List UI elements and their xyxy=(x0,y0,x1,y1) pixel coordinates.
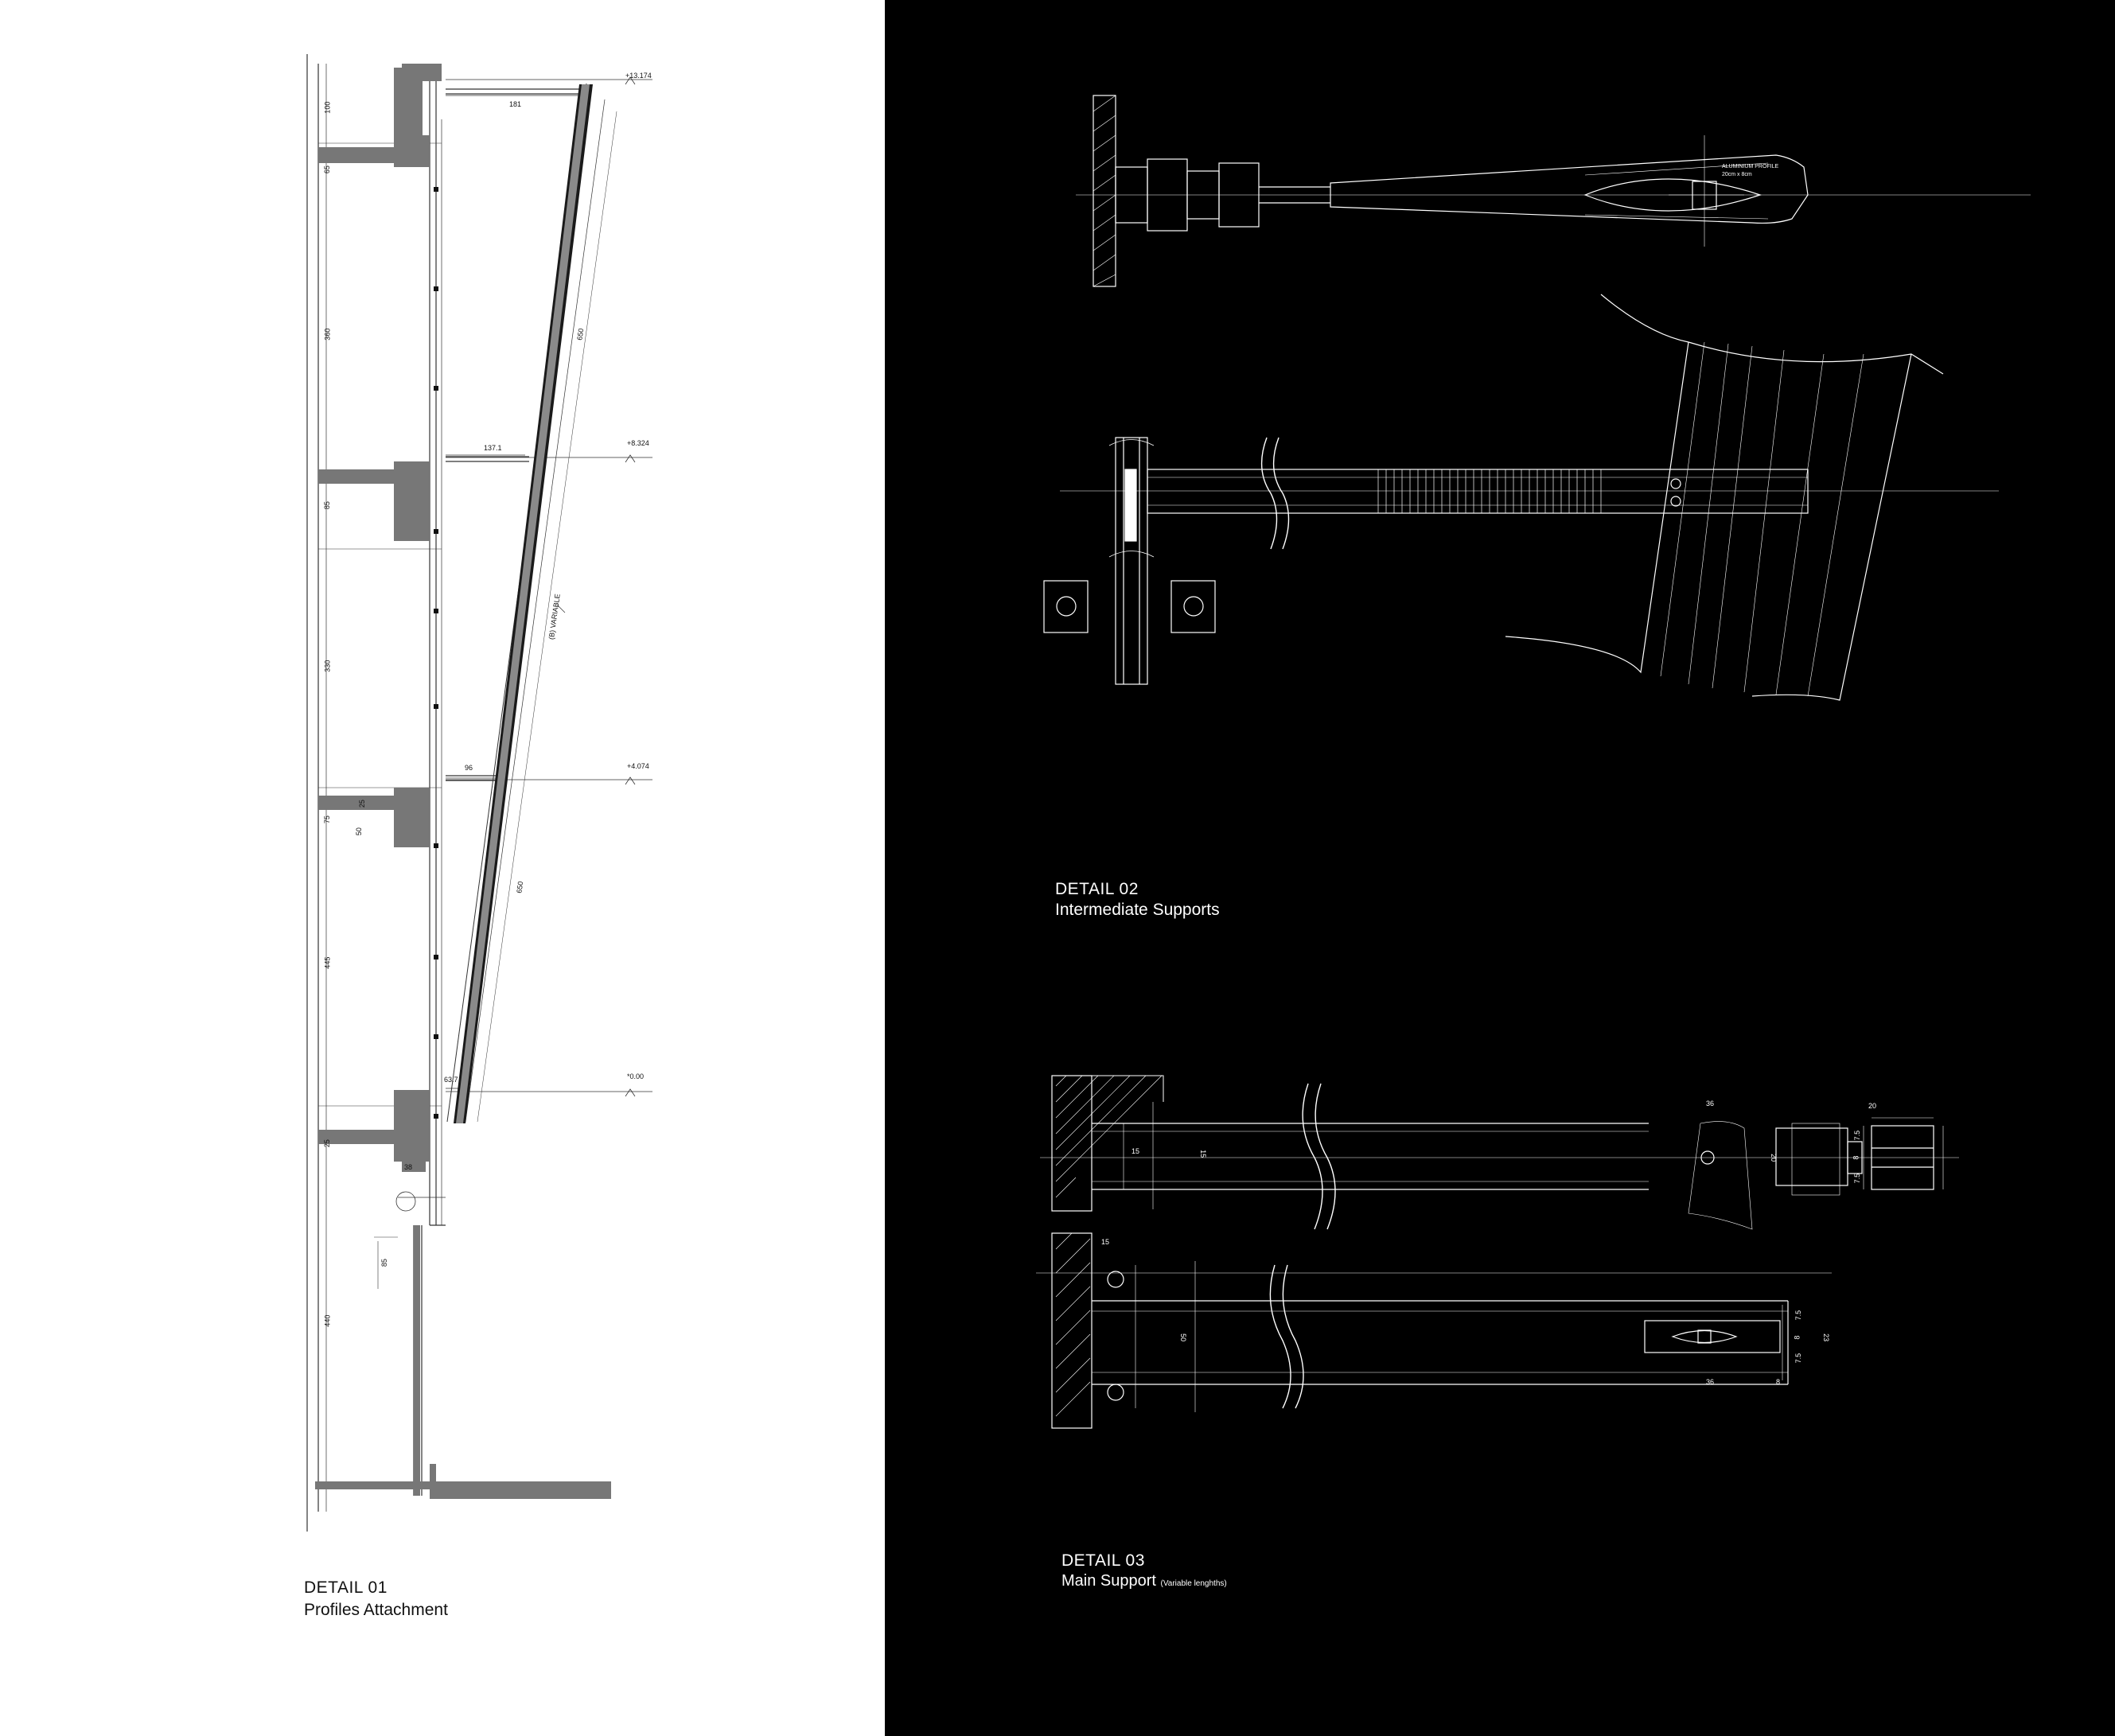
dimension-label: 360 xyxy=(323,328,332,341)
dimension-label: 38 xyxy=(404,1163,413,1171)
dimension-label: 445 xyxy=(323,956,332,969)
detail-02-subtitle: Intermediate Supports xyxy=(1055,901,1220,919)
detail-01-panel: +13.174 +8.324 +4.074 *0.00 181 137.1 96… xyxy=(0,0,885,1736)
level-label: +8.324 xyxy=(627,439,649,447)
dimension-label: 36 xyxy=(1706,1100,1715,1107)
dimension-label: 20 xyxy=(1770,1154,1778,1162)
dimension-label: 7.5 xyxy=(1794,1310,1803,1321)
dimension-label: 181 xyxy=(509,100,522,108)
dimension-label: 85 xyxy=(322,501,331,510)
level-label: +13.174 xyxy=(625,72,652,80)
detail-03-subtitle-note: (Variable lenghths) xyxy=(1160,1579,1227,1588)
detail-03-subtitle-line: Main Support (Variable lenghths) xyxy=(1061,1572,1227,1590)
dimension-label: 15 xyxy=(1132,1147,1140,1155)
details-02-03-panel: ALUMINIUM PROFILE 20cm x 8cm 36 15 20 20… xyxy=(885,0,2115,1736)
dimension-label: 23 xyxy=(1822,1333,1831,1342)
dimension-label: 330 xyxy=(323,660,332,672)
detail-02-plan-drawing xyxy=(1036,95,2031,1429)
dimension-label: 100 xyxy=(323,101,332,114)
dimension-label: 50 xyxy=(354,827,363,836)
dimension-label: 8 xyxy=(1852,1155,1860,1160)
dimension-label: 75 xyxy=(322,815,331,824)
profile-note: 20cm x 8cm xyxy=(1722,172,1752,177)
detail-01-title: DETAIL 01 xyxy=(304,1578,388,1597)
dimension-label: 440 xyxy=(323,1314,332,1327)
dimension-label: 8 xyxy=(1776,1378,1781,1386)
dimension-label: 20 xyxy=(1868,1102,1877,1110)
detail-03-title: DETAIL 03 xyxy=(1061,1551,1145,1570)
dimension-label: 85 xyxy=(380,1259,388,1267)
level-label: +4.074 xyxy=(627,762,649,770)
profile-note: ALUMINIUM PROFILE xyxy=(1722,164,1779,169)
slope-label: 650 xyxy=(575,328,586,341)
dimension-label: 25 xyxy=(322,1139,331,1148)
dimension-label: 96 xyxy=(465,764,473,772)
detail-01-subtitle: Profiles Attachment xyxy=(304,1601,448,1619)
dimension-label: 7.5 xyxy=(1853,1173,1862,1184)
slope-label: 650 xyxy=(515,881,525,894)
dimension-label: 36 xyxy=(1706,1378,1715,1386)
dimension-label: 7.5 xyxy=(1853,1130,1862,1141)
dimension-label: 25 xyxy=(357,800,366,808)
dimension-label: 7.5 xyxy=(1794,1353,1803,1364)
detail-03-subtitle: Main Support xyxy=(1061,1572,1156,1590)
dimension-label: 65 xyxy=(322,165,331,174)
dimension-label: 63.7 xyxy=(444,1076,458,1084)
dimension-label: 50 xyxy=(1179,1333,1188,1342)
dimension-label: 137.1 xyxy=(484,444,502,452)
dimension-label: 15 xyxy=(1199,1150,1208,1158)
dimension-label: 15 xyxy=(1101,1238,1110,1246)
level-label: *0.00 xyxy=(627,1072,645,1080)
detail-01-section-drawing xyxy=(306,54,652,1532)
dimension-label: 8 xyxy=(1793,1335,1801,1340)
detail-02-title: DETAIL 02 xyxy=(1055,880,1139,898)
